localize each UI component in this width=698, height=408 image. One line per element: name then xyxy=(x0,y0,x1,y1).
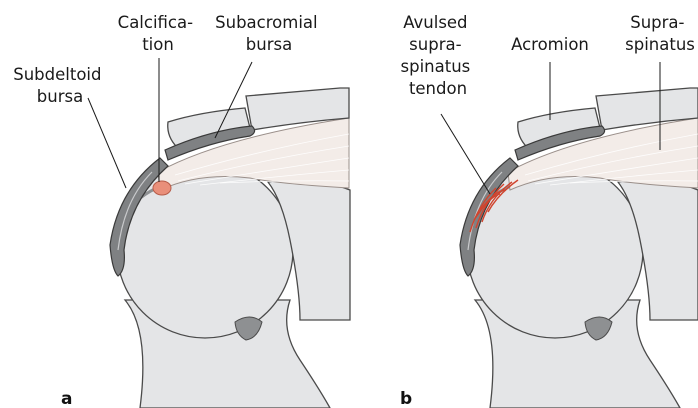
label-subacromial: Subacromial bursa xyxy=(215,13,323,54)
label-subdeltoid: Subdeltoid bursa xyxy=(13,65,107,106)
label-avulsed-tendon: Avulsed supra- spinatus tendon xyxy=(401,13,476,98)
label-supraspinatus: Supra- spinatus xyxy=(625,13,695,54)
calcification xyxy=(153,181,171,195)
panel-a: Subdeltoid bursa Calcifica- tion Subacro… xyxy=(13,13,350,408)
label-calcification: Calcifica- tion xyxy=(118,13,199,54)
panel-letter-b: b xyxy=(400,389,412,408)
panel-letter-a: a xyxy=(61,389,72,408)
panel-b: Avulsed supra- spinatus tendon Acromion … xyxy=(400,13,698,408)
label-acromion: Acromion xyxy=(511,35,589,54)
leader-subdeltoid xyxy=(88,98,126,188)
leader-avulsed xyxy=(441,114,490,194)
